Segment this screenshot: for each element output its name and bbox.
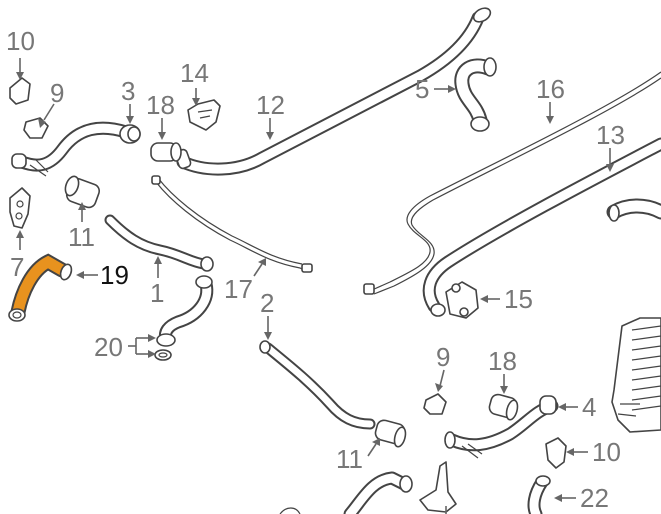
part-1-coolant-hose <box>104 214 214 272</box>
part-10-clip-lower <box>545 437 567 469</box>
part-18-coupling-sleeve-lower <box>488 393 519 421</box>
callout-15: 15 <box>504 284 533 314</box>
part-15-valve <box>445 281 479 319</box>
part-10-clip <box>9 77 31 105</box>
callout-13: 13 <box>596 120 625 150</box>
callout-10-lower: 10 <box>592 437 621 467</box>
right-hose-stub <box>606 198 661 222</box>
part-4-coolant-hose <box>444 395 559 459</box>
callout-11: 11 <box>68 222 95 252</box>
part-2-coolant-pipe <box>259 340 376 430</box>
callout-7: 7 <box>10 252 24 282</box>
callout-2: 2 <box>260 288 274 318</box>
part-9-clip-lower <box>423 393 447 415</box>
callout-1: 1 <box>150 278 164 308</box>
callout-14: 14 <box>180 58 209 88</box>
part-5-coolant-hose <box>454 57 497 132</box>
part-22-hose <box>527 475 551 514</box>
callout-3: 3 <box>121 76 135 106</box>
part-17-hose-line <box>151 175 313 273</box>
part-16-coolant-line <box>363 71 661 295</box>
callout-10: 10 <box>6 26 35 56</box>
callout-16: 16 <box>536 74 565 104</box>
part-3-coolant-hose <box>11 121 141 177</box>
lower-hose-bottom <box>343 471 413 514</box>
callout-4: 4 <box>582 392 596 422</box>
callout-22: 22 <box>580 483 609 513</box>
callout-11-lower: 11 <box>336 444 363 474</box>
part-11-coupling-sleeve-lower <box>374 419 407 448</box>
part-20-hose-and-seal-rings <box>154 275 214 361</box>
callout-12: 12 <box>256 90 285 120</box>
part-12-upper-coolant-pipe <box>174 7 492 176</box>
callout-19: 19 <box>100 260 129 290</box>
part-11-coupling-sleeve <box>64 175 101 209</box>
part-18-coupling-sleeve <box>150 142 182 162</box>
callout-20: 20 <box>94 332 123 362</box>
partial-label-fragment <box>279 507 301 514</box>
leader-lines <box>16 58 614 514</box>
part-13-coolant-pipe <box>422 137 661 317</box>
callout-18-lower: 18 <box>488 346 517 376</box>
callout-9: 9 <box>50 78 64 108</box>
part-9-clip <box>23 117 49 139</box>
part-19-highlighted-hose <box>8 253 73 322</box>
callout-5: 5 <box>415 74 429 104</box>
highlighted-hose-fill <box>12 255 68 318</box>
radiator-module <box>611 317 661 433</box>
callout-labels: 10 9 3 18 14 12 5 16 13 11 7 19 1 17 15 … <box>6 26 625 513</box>
callout-17: 17 <box>224 274 253 304</box>
bottom-bracket <box>419 461 457 513</box>
callout-9-lower: 9 <box>436 342 450 372</box>
part-14-bracket <box>187 99 221 131</box>
callout-18: 18 <box>146 90 175 120</box>
part-7-bracket <box>9 187 31 229</box>
